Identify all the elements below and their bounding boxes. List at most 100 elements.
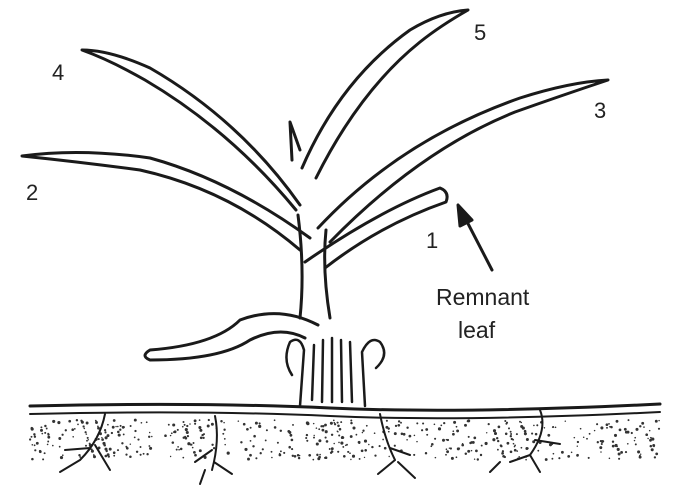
soil-dot (400, 422, 402, 424)
soil-dot (450, 447, 452, 449)
soil-dot (40, 429, 43, 432)
soil-dot (451, 457, 454, 460)
soil-dot (496, 437, 498, 439)
soil-dot (612, 445, 615, 448)
soil-dot (456, 426, 458, 428)
soil-dot (635, 443, 637, 445)
soil-dot (366, 425, 368, 427)
soil-dot (425, 428, 428, 431)
soil-dot (211, 423, 214, 426)
soil-dot (510, 435, 512, 437)
soil-dot (130, 425, 132, 427)
soil-dot (416, 422, 418, 424)
soil-dot (586, 438, 588, 440)
soil-dot (325, 430, 328, 433)
soil-dot (519, 421, 521, 423)
soil-dot (266, 429, 268, 431)
soil-dot (526, 438, 529, 441)
soil-dot (425, 452, 427, 454)
soil-dot (44, 432, 46, 434)
soil-dot (600, 426, 603, 429)
soil-dot (271, 451, 273, 453)
soil-dot (189, 423, 191, 425)
soil-dot (44, 452, 46, 454)
soil-dot (47, 444, 49, 446)
soil-dot (422, 422, 424, 424)
soil-dot (409, 435, 412, 438)
soil-dot (312, 459, 314, 461)
soil-dot (305, 437, 307, 439)
soil-dot (639, 425, 641, 427)
soil-dot (199, 419, 201, 421)
soil-dot (350, 419, 352, 421)
soil-dot (265, 439, 267, 441)
soil-dot (379, 445, 381, 447)
soil-dot (599, 446, 602, 449)
soil-dot (645, 433, 648, 436)
soil-dot (618, 453, 621, 456)
soil-dot (117, 449, 119, 451)
soil-dot (182, 457, 184, 459)
leaf-5 (302, 10, 468, 178)
soil-dot (68, 420, 71, 423)
soil-dot (288, 446, 291, 449)
soil-dot (616, 420, 619, 423)
soil-dot (136, 451, 138, 453)
soil-dot (170, 456, 171, 457)
soil-dot (31, 428, 34, 431)
soil-dot (122, 426, 125, 429)
annotation-line-1: Remnant (436, 284, 530, 310)
leaf-label-4: 4 (52, 60, 64, 85)
soil-dot (91, 450, 94, 453)
soil-dot (533, 425, 535, 427)
soil-dot (47, 433, 49, 435)
soil-dot (76, 419, 78, 421)
dead-leaf (145, 314, 318, 360)
soil-dot (394, 432, 397, 435)
soil-dot (288, 431, 291, 434)
soil-dot (299, 455, 300, 456)
soil-dot (547, 434, 550, 437)
soil-dot (635, 428, 638, 431)
soil-dot (651, 448, 654, 451)
soil-dot (322, 429, 325, 432)
soil-dot (447, 439, 449, 441)
soil-dot (524, 432, 527, 435)
soil-dot (34, 436, 36, 438)
soil-dot (385, 426, 388, 429)
soil-dot (316, 442, 319, 445)
soil-dot (510, 433, 512, 435)
soil-dot (589, 433, 591, 435)
soil-dot (211, 444, 213, 446)
soil-dot (31, 458, 34, 461)
soil-dot (134, 430, 136, 432)
soil-dot (606, 423, 609, 426)
soil-dot (186, 425, 188, 427)
soil-dot (330, 422, 333, 425)
soil-dot (184, 436, 186, 438)
soil-dot (107, 434, 110, 437)
soil-dot (453, 421, 456, 424)
soil-dot (41, 433, 43, 435)
soil-dot (194, 419, 197, 422)
soil-dot (238, 420, 240, 422)
soil-dot (343, 455, 346, 458)
soil-dot (113, 451, 116, 454)
soil-dot (464, 424, 467, 427)
soil-dot (324, 424, 327, 427)
soil-dot (606, 427, 608, 429)
soil-dot (446, 450, 449, 453)
soil-dot (271, 457, 273, 459)
soil-dot (350, 459, 351, 460)
soil-dot (434, 423, 436, 425)
soil-dot (57, 421, 60, 424)
leaf-label-5: 5 (474, 20, 486, 45)
soil-dot (600, 451, 602, 453)
soil-dot (352, 455, 355, 458)
soil-dot (507, 442, 510, 445)
soil-dot (306, 434, 308, 436)
soil-dot (634, 440, 635, 441)
soil-dot (350, 435, 353, 438)
soil-dot (359, 458, 361, 460)
soil-dot (524, 430, 527, 433)
